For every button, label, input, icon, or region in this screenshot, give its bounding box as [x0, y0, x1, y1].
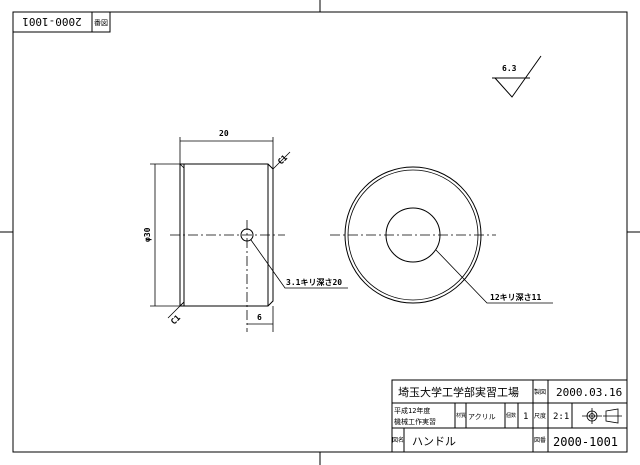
drawn-label: 製図	[534, 388, 546, 396]
course-name: 機械工作実習	[394, 417, 436, 426]
hole-note: 3.1キリ深さ20	[286, 277, 342, 287]
organization: 埼玉大学工学部実習工場	[398, 385, 519, 399]
quantity: 1	[523, 412, 528, 422]
drawing-number: 2000-1001	[553, 435, 618, 449]
quantity-label: 個数	[506, 412, 516, 419]
corner-number-box: 2000-1001 番図	[12, 11, 111, 33]
hole-circle	[240, 228, 254, 242]
name-label: 図名	[392, 436, 404, 444]
course-year: 平成12年度	[394, 406, 430, 415]
scale-label: 尺度	[534, 412, 546, 420]
title-block: 埼玉大学工学部実習工場 製図 2000.03.16 平成12年度 機械工作実習 …	[391, 379, 628, 453]
width-dimension: 20	[219, 129, 229, 138]
front-view: 20 φ30 C1 C1 6 3.1キリ深さ20	[143, 129, 348, 332]
material: アクリル	[468, 413, 496, 421]
hole-offset-dimension: 6	[257, 313, 262, 322]
projection-symbol-icon	[582, 408, 622, 424]
part-name: ハンドル	[412, 435, 456, 448]
side-view: 12キリ深さ11	[330, 166, 553, 304]
material-label: 材質	[456, 412, 466, 419]
bore-circle	[385, 207, 441, 263]
date: 2000.03.16	[556, 386, 622, 399]
scale: 2:1	[553, 412, 569, 422]
bore-note: 12キリ深さ11	[490, 292, 541, 302]
surface-finish-symbol: 6.3	[492, 55, 542, 98]
number-label: 図番	[534, 437, 546, 444]
surface-finish-value: 6.3	[502, 64, 517, 73]
inverted-drawing-number: 2000-1001	[22, 15, 82, 28]
corner-label: 番図	[94, 19, 108, 27]
drawing-frame	[12, 11, 628, 453]
diameter-dimension: φ30	[143, 227, 152, 242]
